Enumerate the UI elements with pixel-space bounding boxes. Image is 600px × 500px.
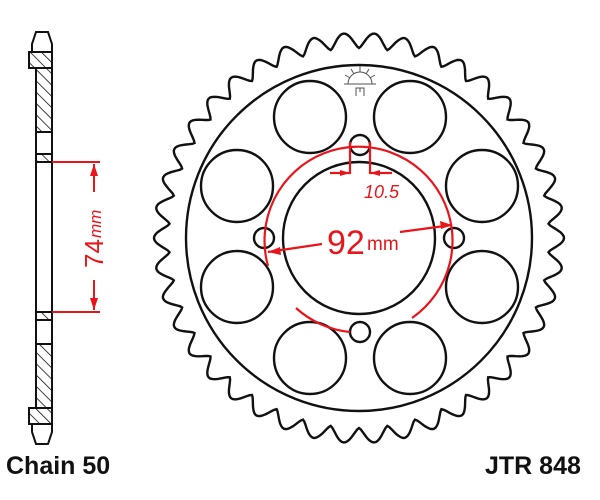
dimension-pcd [263, 142, 454, 334]
bolt-hole-value: 10.5 [364, 182, 400, 202]
svg-text:74: 74 [79, 239, 109, 268]
jt-logo-icon [344, 66, 376, 96]
svg-text:mm: mm [86, 210, 105, 238]
chain-size-label: Chain 50 [6, 452, 111, 480]
pcd-value: 92 [327, 224, 365, 262]
dimension-74mm: 74 mm [52, 161, 109, 313]
part-number-label: JTR 848 [485, 452, 581, 480]
sprocket-front [152, 32, 566, 444]
pcd-unit: mm [367, 234, 399, 255]
teeth-outline [152, 32, 566, 444]
side-profile [28, 31, 53, 445]
